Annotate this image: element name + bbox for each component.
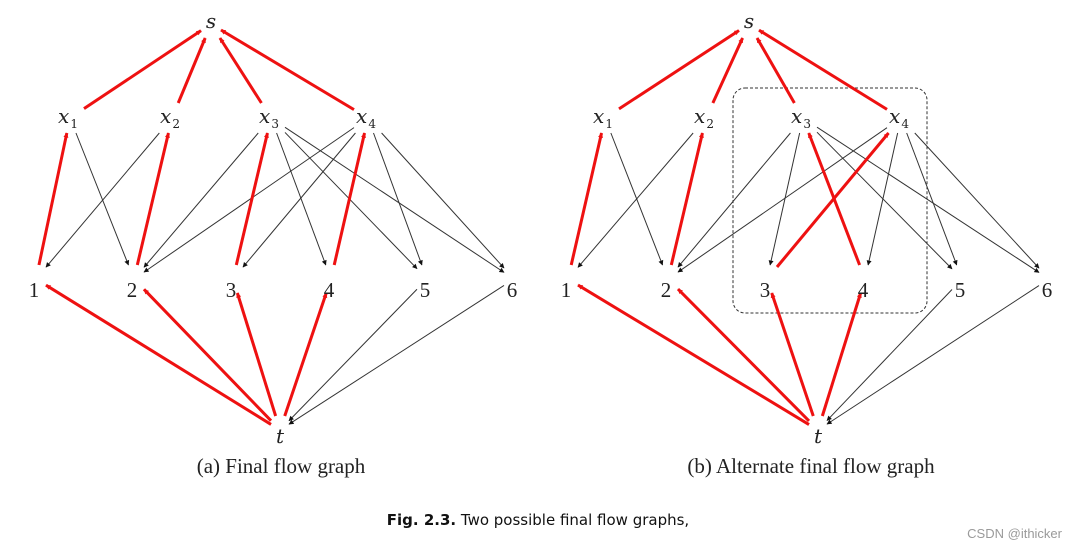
edge-x3-to-2 [677, 132, 791, 268]
edge-x1-to-2 [75, 132, 130, 266]
graph-caption: (a) Final flow graph [197, 454, 366, 478]
node-x2: x2 [160, 104, 180, 131]
node-t: t [814, 424, 823, 448]
node-x1-base: x [58, 104, 69, 128]
node-4: 4 [858, 278, 869, 302]
node-3: 3 [226, 278, 237, 302]
node-x4: x4 [356, 104, 376, 131]
node-x3-base: x [791, 104, 802, 128]
edge-x3-to-2 [143, 132, 259, 268]
figure-caption: Fig. 2.3. Two possible final flow graphs… [0, 511, 1076, 529]
edge-x2-to-1 [577, 132, 694, 268]
node-x4-sub: 4 [901, 117, 909, 131]
edge-x3-to-4 [276, 132, 327, 266]
node-3: 3 [760, 278, 771, 302]
node-x2-sub: 2 [172, 117, 180, 131]
edge-5-to-t [826, 289, 953, 421]
flow-edge-t-to-3 [770, 292, 815, 417]
flow-edge-3-to-x3 [234, 132, 269, 266]
highlight-box [732, 87, 928, 314]
node-x4-base: x [889, 104, 900, 128]
edge-x4-to-6 [914, 132, 1040, 269]
flow-edge-x2-to-s [711, 37, 744, 104]
node-5: 5 [955, 278, 966, 302]
flow-edge-x4-to-s [220, 28, 355, 111]
flow-edge-t-to-3 [235, 292, 278, 417]
flow-edge-t-to-2 [676, 288, 811, 422]
flow-edge-1-to-x1 [37, 132, 69, 266]
flow-edge-x2-to-s [176, 37, 207, 104]
node-2: 2 [127, 278, 138, 302]
node-2: 2 [661, 278, 672, 302]
edge-x3-to-3 [768, 132, 801, 266]
node-x1: x1 [593, 104, 613, 131]
edge-x4-to-2 [677, 127, 888, 273]
node-x1-sub: 1 [70, 117, 78, 131]
edge-x4-to-5 [373, 132, 423, 266]
flow-edge-t-to-2 [142, 288, 273, 422]
figure-caption-label: Fig. 2.3. [386, 511, 457, 529]
flow-edge-x4-to-s [758, 28, 888, 111]
edge-x2-to-1 [45, 132, 160, 268]
node-t: t [276, 424, 285, 448]
node-6: 6 [507, 278, 518, 302]
edge-x4-to-3 [242, 132, 356, 268]
node-x2-base: x [160, 104, 171, 128]
node-s: s [206, 9, 216, 33]
flow-edge-1-to-x1 [569, 132, 604, 266]
node-x1-base: x [593, 104, 604, 128]
edge-x4-to-5 [906, 132, 958, 266]
watermark: CSDN @ithicker [967, 526, 1062, 541]
flow-edge-2-to-x2 [135, 132, 170, 266]
node-x3: x3 [259, 104, 279, 131]
node-s: s [744, 9, 754, 33]
node-x3-sub: 3 [271, 117, 279, 131]
edge-x3-to-6 [816, 126, 1040, 273]
flow-edge-t-to-1 [45, 283, 272, 426]
flow-edge-x1-to-s [618, 29, 740, 111]
node-x2-base: x [694, 104, 705, 128]
node-1: 1 [29, 278, 40, 302]
node-x4-sub: 4 [368, 117, 376, 131]
node-6: 6 [1042, 278, 1053, 302]
node-x4: x4 [889, 104, 909, 131]
node-x3-base: x [259, 104, 270, 128]
node-5: 5 [420, 278, 431, 302]
edge-x3-to-6 [284, 126, 505, 273]
flow-edge-3-to-x4 [775, 132, 890, 268]
graph-caption: (b) Alternate final flow graph [687, 454, 935, 478]
node-x2: x2 [694, 104, 714, 131]
edge-x4-to-2 [143, 127, 355, 273]
edge-x3-to-5 [816, 131, 953, 270]
figure-caption-text: Two possible final flow graphs, [460, 511, 690, 529]
flow-edge-2-to-x2 [669, 132, 704, 266]
edge-6-to-t [288, 285, 505, 425]
flow-edge-t-to-1 [577, 283, 810, 426]
flow-edge-x1-to-s [83, 29, 202, 110]
node-1: 1 [561, 278, 572, 302]
edge-x4-to-4 [866, 132, 899, 266]
node-x3: x3 [791, 104, 811, 131]
flow-edge-4-to-x4 [332, 132, 367, 266]
flow-edge-t-to-4 [283, 292, 328, 417]
node-x1-sub: 1 [605, 117, 613, 131]
node-4: 4 [324, 278, 335, 302]
flow-edge-t-to-4 [820, 292, 863, 417]
edge-6-to-t [826, 285, 1040, 425]
edge-x4-to-6 [381, 132, 505, 269]
node-x1: x1 [58, 104, 78, 131]
edge-x3-to-5 [284, 132, 418, 270]
node-x4-base: x [356, 104, 367, 128]
node-x2-sub: 2 [706, 117, 714, 131]
node-x3-sub: 3 [803, 117, 811, 131]
edge-5-to-t [288, 288, 418, 422]
flow-edge-x3-to-s [755, 37, 796, 104]
flow-edge-x3-to-s [218, 37, 263, 104]
